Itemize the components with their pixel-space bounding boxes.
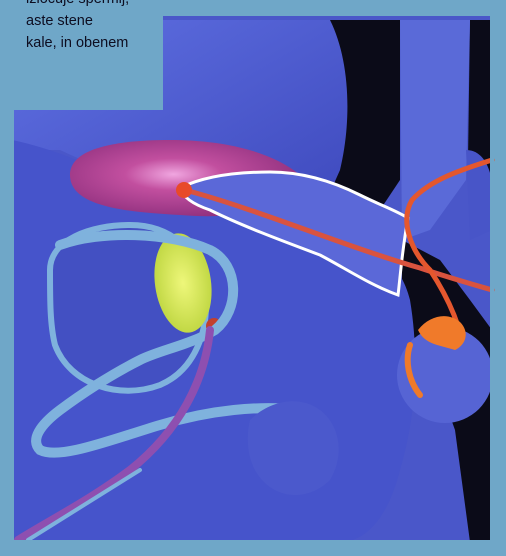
- caption-box: izločuje spermij, aste stene kale, in ob…: [0, 0, 163, 110]
- caption-line-1: izločuje spermij,: [26, 0, 163, 10]
- caption-line-2: aste stene: [26, 10, 163, 32]
- red-dot: [176, 182, 192, 198]
- caption-line-3: kale, in obenem: [26, 32, 163, 54]
